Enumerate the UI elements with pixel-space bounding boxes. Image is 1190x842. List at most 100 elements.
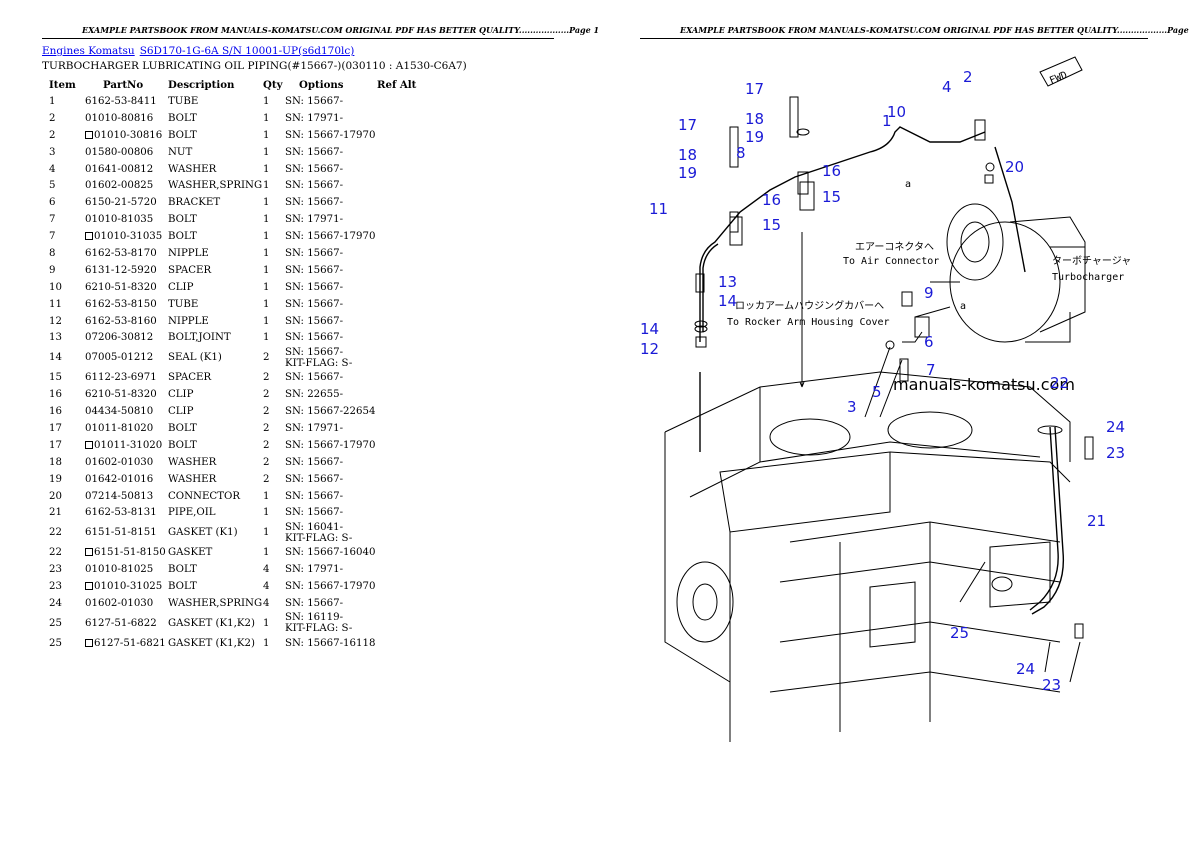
cell-qty: 1 (263, 112, 270, 124)
cell-qty: 1 (263, 95, 270, 107)
cell-partno: 6162-53-8150 (85, 296, 168, 313)
callout-5: 5 (872, 383, 882, 401)
callout-3: 3 (847, 398, 857, 416)
breadcrumb-link-engines[interactable]: Engines Komatsu (42, 45, 135, 57)
cell-description: CLIP (168, 389, 194, 401)
cell-description: WASHER (168, 456, 217, 468)
part-number: 01010-31035 (94, 231, 163, 243)
page-2-header: EXAMPLE PARTSBOOK FROM MANUALS-KOMATSU.C… (680, 25, 1190, 35)
cell-item: 5 (49, 180, 56, 192)
part-number: 6127-51-6821 (94, 637, 166, 649)
callout-18a: 18 (745, 110, 764, 128)
cell-item: 22 (49, 547, 62, 559)
col-header-description: Description (168, 78, 235, 91)
cell-qty: 1 (263, 180, 270, 192)
callout-24b: 24 (1016, 660, 1035, 678)
cell-description: BOLT (168, 564, 197, 576)
cell-item: 2 (49, 129, 56, 141)
cell-refalt (377, 504, 417, 521)
part-number: 6162-53-8170 (85, 247, 157, 259)
callout-21: 21 (1087, 512, 1106, 530)
cell-qty: 1 (263, 264, 270, 276)
cell-partno: 6127-51-6822 (85, 612, 168, 635)
callout-24a: 24 (1106, 418, 1125, 436)
part-number: 6162-53-8150 (85, 298, 157, 310)
cell-refalt (377, 612, 417, 635)
cell-options: SN: 22655- (285, 386, 377, 403)
cell-description: PIPE,OIL (168, 507, 216, 519)
cell-item: 18 (49, 456, 62, 468)
part-number: 01010-31025 (94, 581, 163, 593)
callout-16a: 16 (822, 162, 841, 180)
cell-partno: 07206-30812 (85, 329, 168, 346)
cell-qty: 2 (263, 406, 270, 418)
part-number: 01642-01016 (85, 473, 154, 485)
option-serial: SN: 16041- (285, 521, 344, 533)
option-serial: SN: 15667- (285, 597, 344, 609)
cell-description: WASHER,SPRING (168, 180, 263, 192)
cell-refalt (377, 595, 417, 612)
cell-options: SN: 15667- (285, 471, 377, 488)
cell-refalt (377, 578, 417, 595)
cell-qty: 1 (263, 281, 270, 293)
cell-options: SN: 15667-22654 (285, 403, 377, 420)
cell-description: TUBE (168, 95, 199, 107)
cell-partno: 01602-01030 (85, 454, 168, 471)
cell-description: BOLT (168, 112, 197, 124)
col-header-item: Item (49, 78, 76, 91)
cell-options: SN: 17971- (285, 561, 377, 578)
col-header-partno: PartNo (103, 78, 144, 91)
cell-refalt (377, 93, 417, 110)
cell-partno: 6162-53-8131 (85, 504, 168, 521)
cell-qty: 1 (263, 637, 270, 649)
part-number: 07005-01212 (85, 352, 154, 364)
cell-options: SN: 15667-17970 (285, 437, 377, 454)
cell-options: SN: 15667-17970 (285, 578, 377, 595)
alternate-checkbox-icon (85, 440, 93, 449)
cell-item: 13 (49, 332, 62, 344)
cell-partno: 01010-31025 (85, 578, 168, 595)
section-title: TURBOCHARGER LUBRICATING OIL PIPING(#156… (42, 60, 467, 72)
cell-options: SN: 15667- (285, 177, 377, 194)
alternate-checkbox-icon (85, 638, 93, 647)
cell-refalt (377, 144, 417, 161)
callout-16b: 16 (762, 191, 781, 209)
option-serial: SN: 15667- (285, 315, 344, 327)
cell-options: SN: 15667- (285, 595, 377, 612)
cell-item: 24 (49, 597, 62, 609)
engine-block (664, 371, 1071, 742)
part-number: 6162-53-8160 (85, 315, 157, 327)
cell-description: WASHER,SPRING (168, 597, 263, 609)
part-number: 6210-51-8320 (85, 281, 157, 293)
cell-options: SN: 15667-17970 (285, 127, 377, 144)
option-serial: SN: 15667- (285, 264, 344, 276)
cell-qty: 1 (263, 547, 270, 559)
option-kit-flag: KIT-FLAG: S- (285, 623, 353, 635)
cell-options: SN: 15667-16118 (285, 635, 377, 652)
cell-description: BOLT (168, 214, 197, 226)
cell-description: CONNECTOR (168, 490, 241, 502)
cell-description: GASKET (K1,K2) (168, 617, 255, 629)
callout-7: 7 (926, 361, 936, 379)
option-kit-flag: KIT-FLAG: S- (285, 532, 353, 544)
cell-partno: 6162-53-8160 (85, 313, 168, 330)
part-number: 6151-51-8150 (94, 547, 166, 559)
cell-partno: 01011-31020 (85, 437, 168, 454)
cell-partno: 04434-50810 (85, 403, 168, 420)
cell-refalt (377, 161, 417, 178)
cell-qty: 2 (263, 439, 270, 451)
note-rocker-jp: ロッカアームハウジングカバーへ (735, 299, 884, 312)
callout-8: 8 (736, 144, 746, 162)
cell-qty: 1 (263, 490, 270, 502)
cell-options: SN: 15667- (285, 144, 377, 161)
option-serial: SN: 15667-16118 (285, 637, 376, 649)
breadcrumb-link-model[interactable]: S6D170-1G-6A S/N 10001-UP(s6d170lc) (139, 45, 355, 57)
